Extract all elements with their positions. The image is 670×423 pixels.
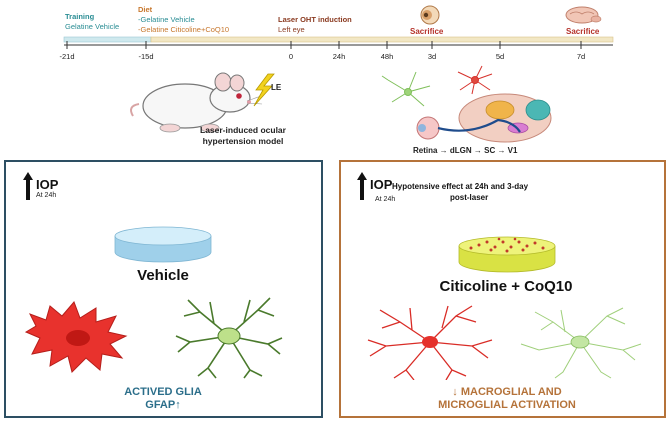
tick-label: 0 [288, 52, 294, 61]
activated-microglia-icon [175, 297, 283, 379]
diet-title: Diet [138, 5, 153, 14]
citicoline-panel [339, 160, 666, 418]
tick-label: 5d [495, 52, 505, 61]
tick-label: -15d [138, 52, 154, 61]
tick-label: 24h [332, 52, 346, 61]
vehicle-panel [4, 160, 323, 418]
citicoline-treatment-label: Citicoline + CoQ10 [439, 278, 573, 295]
activated-astrocyte-icon [24, 301, 128, 373]
tick-label: 7d [576, 52, 586, 61]
iop-time: At 24h [36, 192, 57, 199]
hypotensive-effect-text: Hypotensive effect at 24h and 3-day post… [392, 182, 529, 202]
astrocyte-icon [367, 305, 493, 380]
visual-pathway-illustration [381, 65, 552, 143]
tick-label: 3d [427, 52, 437, 61]
sacrifice-label-3d: Sacrifice [410, 27, 444, 36]
left-eye-label: LE [271, 83, 282, 92]
diet-citicoline: -Gelatine Citicoline+CoQ10 [138, 25, 230, 34]
eye-icon [420, 5, 440, 25]
up-arrow-icon [23, 172, 33, 200]
vehicle-treatment-label: Vehicle [137, 267, 189, 284]
vehicle-conclusion: ACTIVED GLIA GFAP↑ [124, 386, 202, 411]
brain-icon [565, 6, 602, 24]
diet-vehicle: -Gelatine Vehicle [138, 15, 195, 24]
training-title: Training [65, 12, 95, 21]
laser-detail: Left eye [278, 25, 305, 34]
pathway-caption: Retina → dLGN → SC → V1 [413, 146, 518, 155]
up-arrow-icon [357, 172, 367, 200]
vehicle-disc-icon [114, 226, 212, 263]
model-caption: Laser-induced ocular hypertension model [200, 125, 286, 146]
iop-label: IOP [36, 177, 59, 192]
training-period-bar [63, 36, 152, 43]
iop-label: IOP [370, 177, 393, 192]
resting-microglia-icon [520, 307, 642, 379]
citicoline-disc-icon [458, 236, 556, 273]
iop-time: At 24h [375, 196, 396, 203]
optic-tract [437, 118, 521, 133]
retinal-neuron-icon [381, 71, 431, 107]
training-detail: Gelatine Vehicle [65, 22, 120, 31]
sacrifice-label-7d: Sacrifice [566, 27, 600, 36]
tick-label: 48h [380, 52, 394, 61]
neuron-icon [457, 65, 493, 95]
tick-label: -21d [59, 52, 75, 61]
laser-title: Laser OHT induction [278, 15, 352, 24]
diet-period-bar [150, 36, 614, 43]
timeline-axis [63, 5, 614, 49]
timeline-ticks [66, 41, 582, 49]
laser-bolt-icon [253, 73, 275, 107]
rat-illustration [130, 72, 263, 133]
citicoline-conclusion: ↓ MACROGLIAL AND MICROGLIAL ACTIVATION [438, 386, 576, 411]
